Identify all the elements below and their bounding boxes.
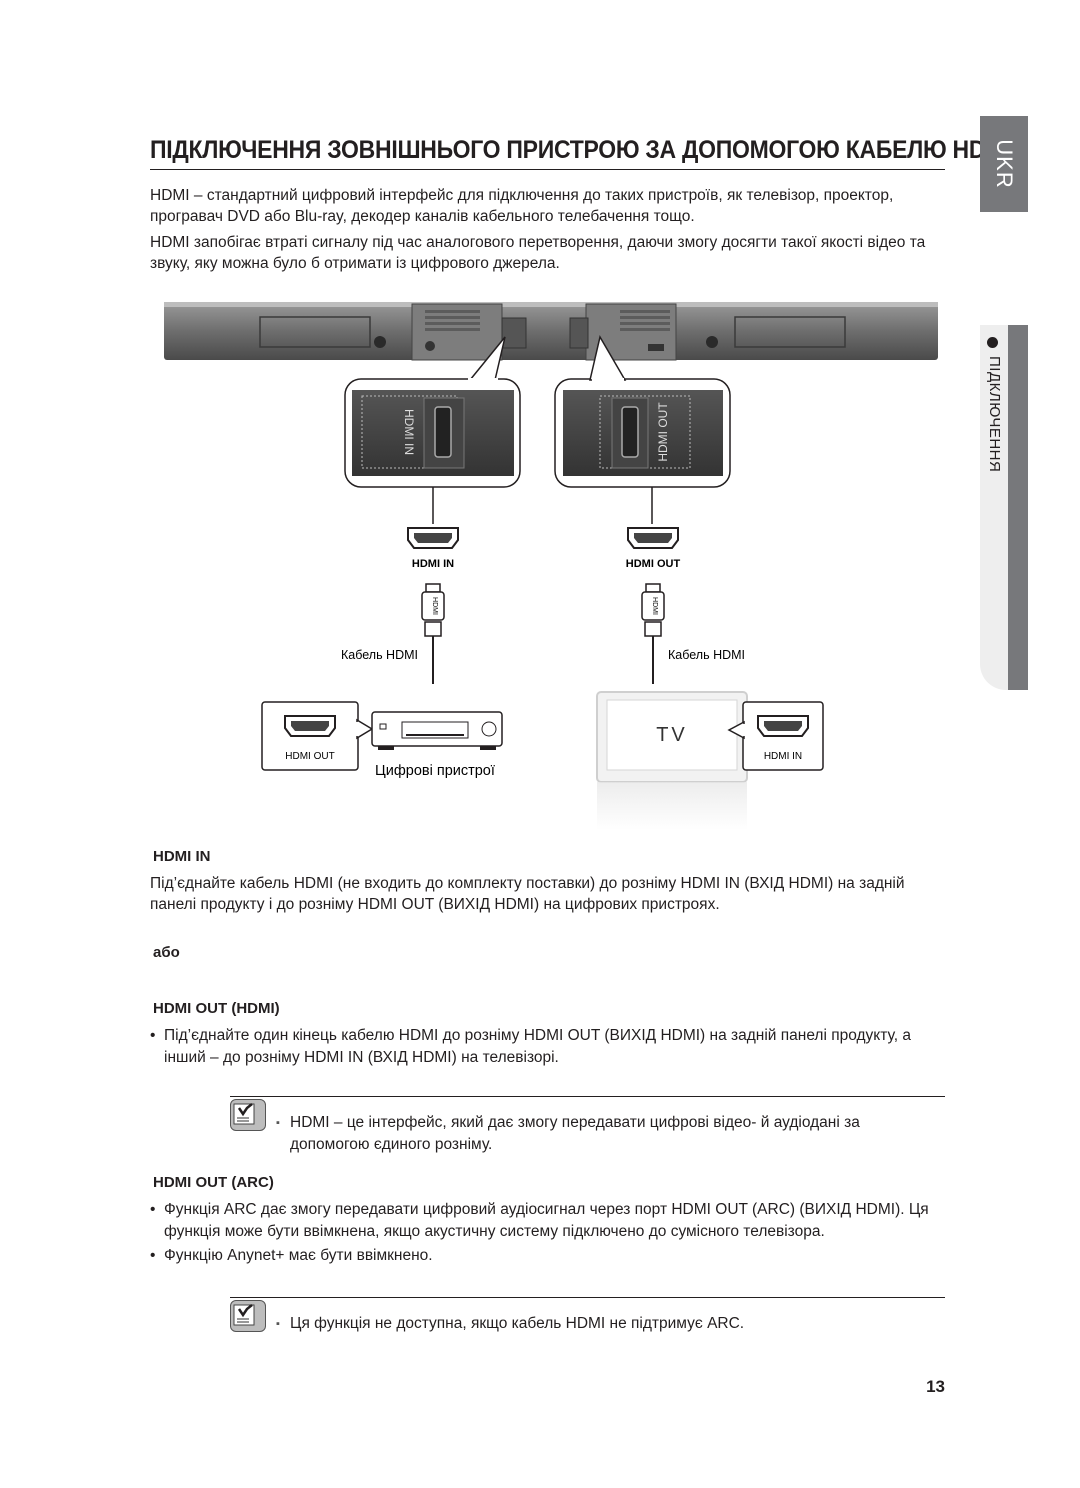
language-tab: UKR [980,116,1028,212]
section-sidebar [980,325,1010,690]
tv-hdmi-in-box: HDMI IN [727,701,824,771]
note-divider [230,1096,945,1097]
or-separator: або [153,944,180,961]
list-item: • Під’єднайте один кінець кабелю HDMI до… [150,1025,950,1069]
note-text-arc: Ця функція не доступна, якщо кабель HDMI… [290,1315,745,1332]
list-item: • Функцію Anynet+ має бути ввімкнено. [150,1245,950,1267]
plug-left-text: HDMI [431,597,438,615]
bullet-text-hdmi-out: Під’єднайте один кінець кабелю HDMI до р… [164,1027,911,1066]
page-number: 13 [926,1377,945,1396]
soundbar-rear-panel [164,302,938,361]
note-glyph: ▪ [276,1117,280,1129]
section-sidebar-label: ПІДКЛЮЧЕННЯ [986,356,1003,473]
zoom-callout-left: HDMI IN [344,336,521,488]
title-divider [150,169,945,170]
page-title: ПІДКЛЮЧЕННЯ ЗОВНІШНЬОГО ПРИСТРОЮ ЗА ДОПО… [150,136,1011,164]
tv-icon: TV [596,691,748,830]
tv-screen-label: TV [656,724,688,746]
port-right-vertical-label: HDMI OUT [656,402,670,462]
digital-device-icon [371,711,503,750]
zoom-callout-right: HDMI OUT [554,334,731,488]
bullet-glyph: • [150,1027,156,1044]
cable-left-label: Кабель HDMI [341,648,418,662]
note-item: ▪ HDMI – це інтерфейс, який дає змогу пе… [276,1112,936,1156]
intro-paragraph-1: HDMI – стандартний цифровий інтерфейс дл… [150,187,894,225]
note-glyph: ▪ [276,1318,280,1330]
hdmi-port-icon-left [407,527,459,549]
bullet-glyph: • [150,1247,156,1264]
connection-diagram: HDMI IN HDMI OUT HDMI IN HDMI OUT HDMI H… [164,302,938,830]
section-bullet-dot [987,337,998,348]
note-text-hdmi: HDMI – це інтерфейс, який дає змогу пере… [290,1114,860,1153]
tv-box-label: HDMI IN [764,751,802,762]
plug-right-text: HDMI [651,597,658,615]
section-text-hdmi-in: Під’єднайте кабель HDMI (не входить до к… [150,875,905,913]
note-icon [230,1300,266,1332]
language-tab-label: UKR [992,139,1017,189]
note-icon [230,1099,266,1131]
hdmi-port-icon-right [627,527,679,549]
hdmi-plug-left: HDMI [421,583,445,637]
bullet-text-arc-1: Функція ARC дає змогу передавати цифрови… [164,1201,929,1240]
cable-right-label: Кабель HDMI [668,648,745,662]
note-item: ▪ Ця функція не доступна, якщо кабель HD… [276,1313,936,1335]
note-divider [230,1297,945,1298]
section-heading-hdmi-in: HDMI IN [153,848,211,865]
port-left-vertical-label: HDMI IN [402,409,416,455]
connector-right-label: HDMI OUT [626,558,681,570]
list-item: • Функція ARC дає змогу передавати цифро… [150,1199,950,1243]
intro-paragraph-2: HDMI запобігає втраті сигналу під час ан… [150,234,926,272]
section-heading-hdmi-arc: HDMI OUT (ARC) [153,1174,274,1191]
device-box-label: HDMI OUT [285,751,334,762]
section-sidebar-edge [1008,325,1028,690]
device-caption: Цифрові пристрої [375,763,495,779]
bullet-glyph: • [150,1201,156,1218]
section-heading-hdmi-out: HDMI OUT (HDMI) [153,1000,280,1017]
device-hdmi-out-box: HDMI OUT [261,701,374,771]
bullet-text-arc-2: Функцію Anynet+ має бути ввімкнено. [164,1247,433,1264]
hdmi-plug-right: HDMI [641,583,665,637]
connector-left-label: HDMI IN [412,558,454,570]
